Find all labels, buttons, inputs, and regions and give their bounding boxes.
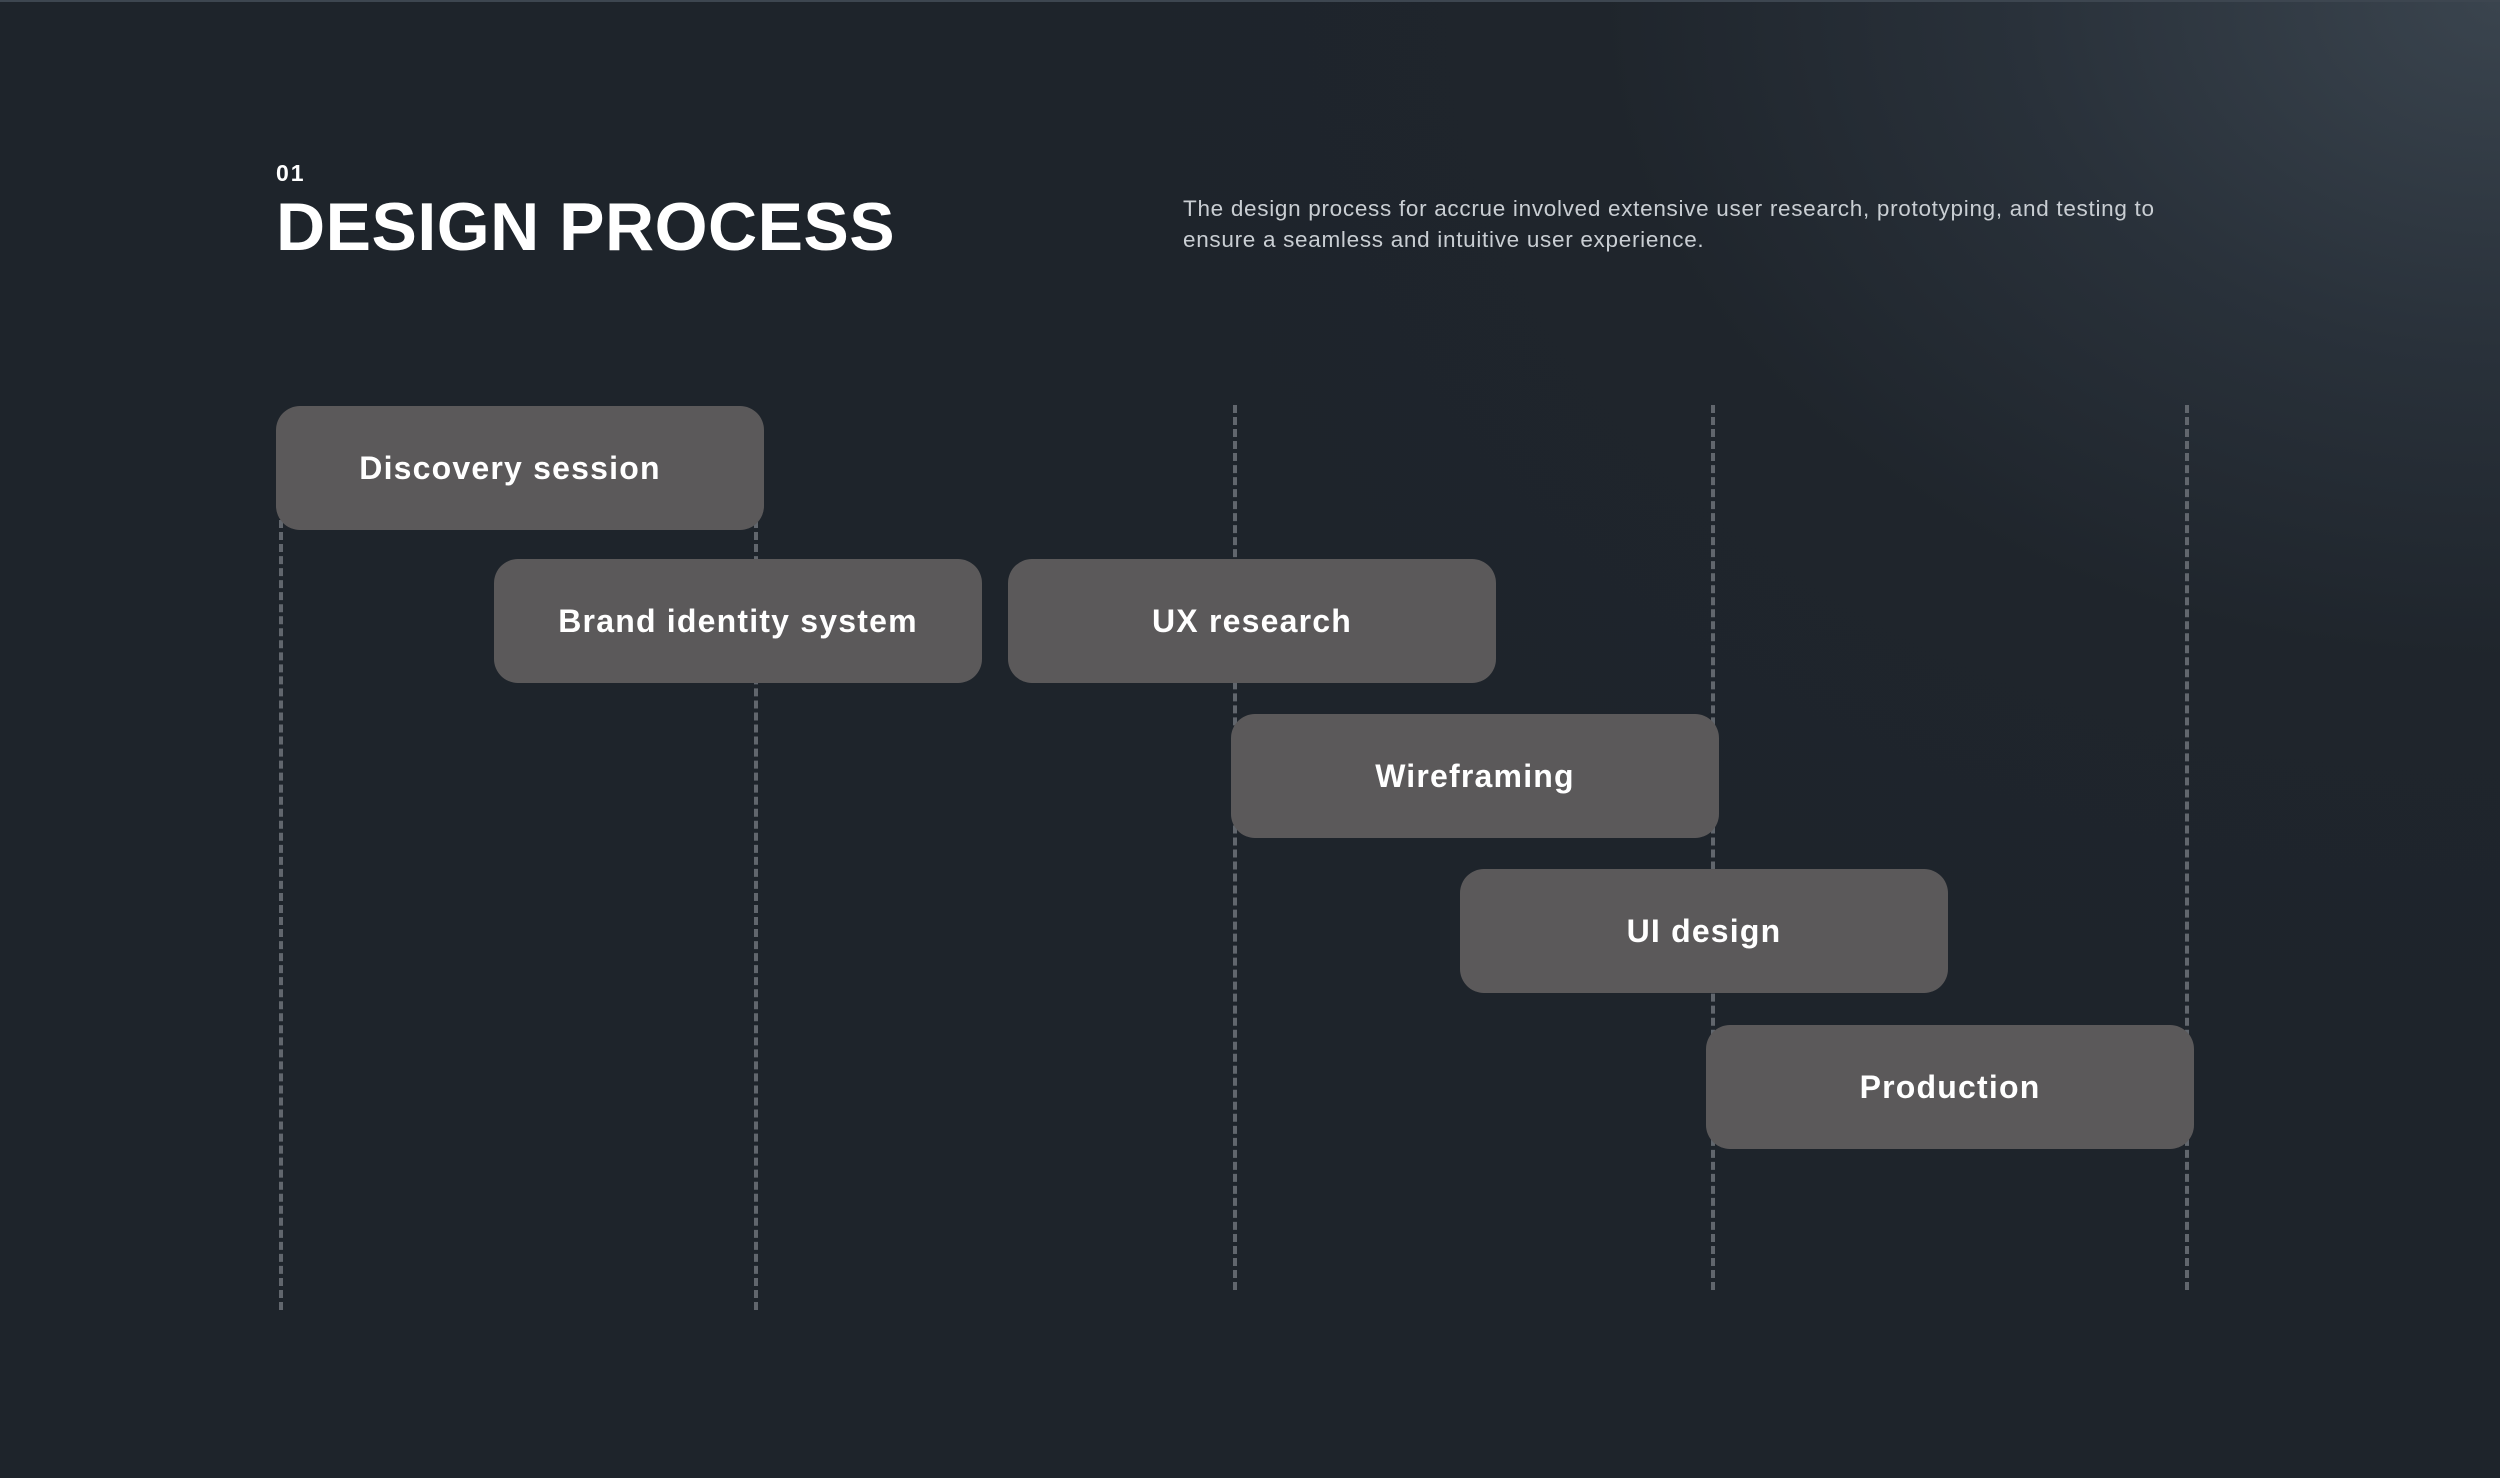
timeline-guide-line: [279, 520, 283, 1310]
phase-label: Wireframing: [1375, 757, 1575, 794]
timeline-guide-line: [1711, 405, 1715, 1290]
page-title: DESIGN PROCESS: [276, 189, 896, 265]
phase-brand-identity-system: Brand identity system: [494, 559, 982, 683]
phase-discovery-session: Discovery session: [276, 406, 764, 530]
phase-ux-research: UX research: [1008, 559, 1496, 683]
timeline-guide-line: [1233, 405, 1237, 1290]
phase-label: Brand identity system: [558, 602, 918, 639]
section-number: 01: [276, 160, 306, 186]
timeline-guide-line: [754, 520, 758, 1310]
phase-label: UX research: [1152, 602, 1352, 639]
section-description: The design process for accrue involved e…: [1183, 196, 2155, 252]
phase-ui-design: UI design: [1460, 869, 1948, 993]
top-rule: [0, 0, 2500, 2]
timeline-guide-line: [2185, 405, 2189, 1290]
phase-label: Discovery session: [359, 449, 661, 486]
phase-label: Production: [1859, 1068, 2041, 1105]
phase-production: Production: [1706, 1025, 2194, 1149]
phase-label: UI design: [1626, 912, 1782, 949]
phase-wireframing: Wireframing: [1231, 714, 1719, 838]
